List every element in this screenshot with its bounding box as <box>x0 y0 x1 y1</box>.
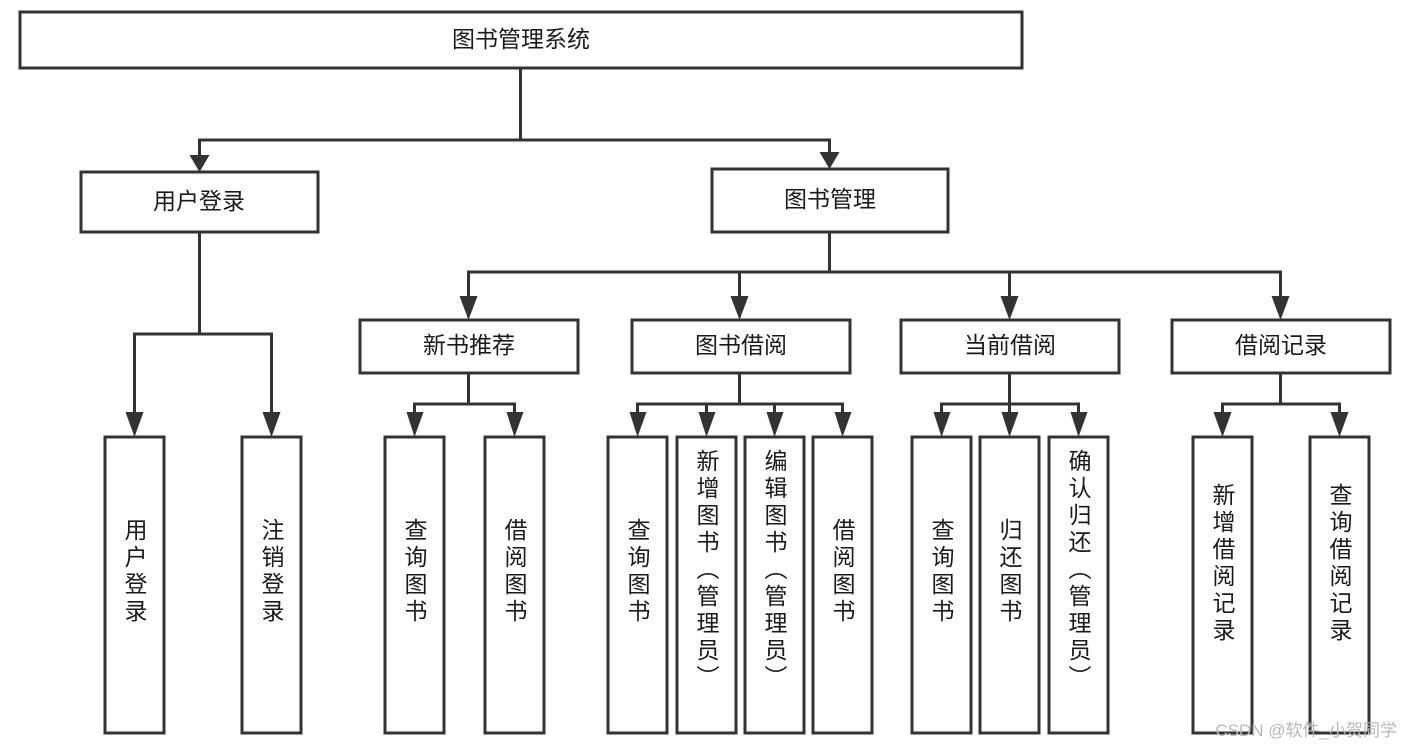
leaf-borrow-book-2-rect[interactable] <box>811 435 874 735</box>
arrowhead-ul-c2 <box>262 412 281 437</box>
arrowhead-user-login <box>189 155 210 172</box>
arrowhead-bm-c1 <box>459 296 478 320</box>
arrowhead-cb-c2 <box>1001 412 1019 437</box>
leaf-add-book-admin[interactable]: 新增图书（管理员） <box>675 435 738 735</box>
arrowhead-bb-c3 <box>766 412 784 437</box>
leaf-query-book-1-label: 查询图书 <box>401 518 428 626</box>
node-user-login-label: 用户登录 <box>153 188 245 214</box>
arrowhead-book-management <box>819 152 840 169</box>
leaf-return-book-rect[interactable] <box>978 435 1041 735</box>
node-root-rect[interactable] <box>18 10 1024 70</box>
node-current-borrow[interactable]: 当前借阅 <box>899 318 1121 375</box>
arrowhead-br-c2 <box>1330 412 1349 437</box>
node-borrow-record-rect[interactable] <box>1170 318 1392 375</box>
leaf-query-book-2[interactable]: 查询图书 <box>606 435 669 735</box>
arrowhead-bm-c3 <box>1000 296 1019 320</box>
leaf-query-book-2-rect[interactable] <box>606 435 669 735</box>
leaf-edit-book-admin-label: 编辑图书（管理员） <box>761 449 788 692</box>
leaf-borrow-book-2[interactable]: 借阅图书 <box>811 435 874 735</box>
node-book-management-system[interactable]: 图书管理系统 <box>18 10 1024 70</box>
leaf-borrow-book-2-label: 借阅图书 <box>829 518 856 626</box>
leaf-query-book-3-rect[interactable] <box>910 435 973 735</box>
leaf-confirm-return-admin[interactable]: 确认归还（管理员） <box>1047 435 1110 735</box>
leaf-confirm-return-admin-label: 确认归还（管理员） <box>1065 449 1092 692</box>
leaf-query-book-3-label: 查询图书 <box>928 518 955 626</box>
leaf-query-borrow-record[interactable]: 查询借阅记录 <box>1308 435 1371 735</box>
leaf-borrow-book-1-label: 借阅图书 <box>501 518 528 626</box>
leaf-user-logout-label: 注销登录 <box>258 518 285 626</box>
arrowhead-nb-c1 <box>406 412 424 437</box>
node-new-book-recommend[interactable]: 新书推荐 <box>358 318 580 375</box>
leaf-edit-book-admin[interactable]: 编辑图书（管理员） <box>743 435 806 735</box>
node-book-borrow-label: 图书借阅 <box>695 332 787 358</box>
connector-layer <box>125 66 1349 437</box>
arrowhead-br-c1 <box>1213 412 1232 437</box>
node-book-borrow-rect[interactable] <box>630 318 852 375</box>
arrowhead-ul-c1 <box>125 412 144 437</box>
arrowhead-cb-c1 <box>933 412 951 437</box>
leaf-query-book-3[interactable]: 查询图书 <box>910 435 973 735</box>
leaf-borrow-book-1-rect[interactable] <box>483 435 546 735</box>
arrowhead-bm-c2 <box>730 296 749 320</box>
leaf-return-book[interactable]: 归还图书 <box>978 435 1041 735</box>
leaf-add-borrow-record[interactable]: 新增借阅记录 <box>1191 435 1254 735</box>
leaf-query-book-1[interactable]: 查询图书 <box>383 435 446 735</box>
arrowhead-bm-c4 <box>1271 296 1290 320</box>
leaf-query-borrow-record-label: 查询借阅记录 <box>1326 483 1353 645</box>
leaf-query-book-2-label: 查询图书 <box>624 518 651 626</box>
node-borrow-record[interactable]: 借阅记录 <box>1170 318 1392 375</box>
leaf-borrow-book-1[interactable]: 借阅图书 <box>483 435 546 735</box>
node-root-label: 图书管理系统 <box>452 26 590 52</box>
leaf-user-login-label: 用户登录 <box>121 518 148 626</box>
node-current-borrow-label: 当前借阅 <box>964 332 1056 358</box>
node-book-management-label: 图书管理 <box>784 186 876 212</box>
node-book-borrow[interactable]: 图书借阅 <box>630 318 852 375</box>
node-current-borrow-rect[interactable] <box>899 318 1121 375</box>
node-new-book-recommend-rect[interactable] <box>358 318 580 375</box>
leaf-user-logout-rect[interactable] <box>240 435 303 735</box>
csdn-watermark: CSDN @软件_小贺同学 <box>1215 721 1397 740</box>
leaf-add-book-admin-rect[interactable] <box>675 435 738 735</box>
arrowhead-cb-c3 <box>1070 412 1088 437</box>
node-book-management[interactable]: 图书管理 <box>710 167 950 234</box>
leaf-user-login-rect[interactable] <box>103 435 166 735</box>
leaf-confirm-return-admin-rect[interactable] <box>1047 435 1110 735</box>
arrowhead-bb-c1 <box>629 412 647 437</box>
node-new-book-recommend-label: 新书推荐 <box>423 332 515 358</box>
arrowhead-bb-c4 <box>834 412 852 437</box>
node-user-login[interactable]: 用户登录 <box>79 170 320 234</box>
leaf-user-logout[interactable]: 注销登录 <box>240 435 303 735</box>
arrowhead-bb-c2 <box>698 412 716 437</box>
node-book-management-rect[interactable] <box>710 167 950 234</box>
leaf-add-book-admin-label: 新增图书（管理员） <box>693 449 720 692</box>
leaf-add-borrow-record-label: 新增借阅记录 <box>1209 483 1236 645</box>
leaf-edit-book-admin-rect[interactable] <box>743 435 806 735</box>
leaf-add-borrow-record-rect[interactable] <box>1191 435 1254 735</box>
arrowhead-nb-c2 <box>506 412 524 437</box>
leaf-query-book-1-rect[interactable] <box>383 435 446 735</box>
node-user-login-rect[interactable] <box>79 170 320 234</box>
node-borrow-record-label: 借阅记录 <box>1235 332 1327 358</box>
leaf-return-book-label: 归还图书 <box>996 518 1023 626</box>
leaf-user-login[interactable]: 用户登录 <box>103 435 166 735</box>
leaf-query-borrow-record-rect[interactable] <box>1308 435 1371 735</box>
